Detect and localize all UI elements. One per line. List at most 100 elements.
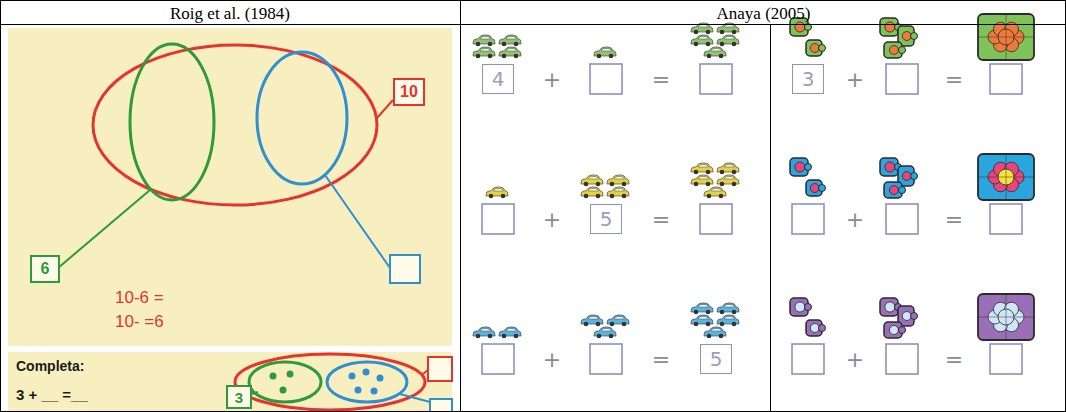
operator-sign: + [543,347,561,372]
answer-box [990,64,1022,94]
equation-text: 10-6 = [115,288,164,308]
box-number: 3 [235,389,243,406]
answer-box [792,204,824,234]
answer-box [590,64,622,94]
toy-car [581,315,603,326]
operator-sign: = [945,207,963,232]
table-rule [460,0,461,412]
toy-car [704,47,726,58]
set-ellipse [93,45,377,205]
toy-car [691,315,713,326]
toy-car [473,35,495,46]
box-number: 10 [400,83,418,101]
puzzle-piece [806,40,826,56]
answer-box: 5 [590,204,622,234]
operator-sign: = [945,347,963,372]
toy-car [499,327,521,338]
answer-box [990,204,1022,234]
finished-puzzle [978,294,1034,340]
leader-line [58,190,150,268]
answer-box [886,64,918,94]
set-ellipse [235,354,425,410]
answer-box [482,344,514,374]
subset-ellipse [327,362,407,402]
toy-car [594,327,616,338]
puzzle-piece [806,180,826,196]
toy-car [691,163,713,174]
operator-sign: = [652,207,670,232]
operator-sign: + [543,207,561,232]
subset-ellipse [249,362,321,402]
toy-car [704,327,726,338]
leader-line [400,394,430,402]
toy-car [607,175,629,186]
box-number: 4 [492,67,505,91]
table-rule [770,24,771,412]
operator-sign: + [846,347,864,372]
box-number: 3 [802,67,815,91]
toy-car [691,303,713,314]
number-box: 10 [393,78,425,106]
operator-sign: = [945,67,963,92]
answer-box [590,344,622,374]
toy-car [704,187,726,198]
answer-box [886,204,918,234]
subset-ellipse [257,52,347,184]
box-number: 5 [710,347,723,371]
answer-box: 5 [700,344,732,374]
toy-car [717,315,739,326]
page-ground [8,28,452,346]
toy-car [717,35,739,46]
subset-ellipse [130,44,214,200]
puzzle-piece [884,42,906,58]
answer-box [430,399,452,412]
answer-box [792,344,824,374]
toy-car [691,35,713,46]
puzzle-piece [806,320,826,336]
operator-sign: + [846,67,864,92]
toy-car [717,303,739,314]
operator-sign: + [543,67,561,92]
puzzle-piece [884,322,906,338]
column-heading: Anaya (2005) [717,4,811,24]
header-cell: Roig et al. (1984) [0,1,460,27]
toy-car [607,187,629,198]
column-heading: Roig et al. (1984) [170,4,290,24]
puzzle-piece [884,182,906,198]
operator-sign: = [652,67,670,92]
toy-car [594,47,616,58]
toy-car [717,163,739,174]
toy-car [486,187,508,198]
puzzle-piece [790,298,812,316]
puzzle-piece [790,158,812,176]
counter-dots [270,371,294,394]
box-number: 5 [600,207,613,231]
finished-puzzle [978,14,1034,60]
toy-car [473,327,495,338]
toy-car [607,315,629,326]
answer-box [886,344,918,374]
leader-line [252,392,258,394]
answer-box [700,204,732,234]
answer-box [990,344,1022,374]
toy-car [473,47,495,58]
toy-car [691,175,713,186]
answer-box [428,357,452,381]
box-number: 6 [41,260,50,278]
number-box: 6 [30,255,60,283]
finished-puzzle [978,154,1034,200]
toy-car [717,175,739,186]
header-cell: Anaya (2005) [461,1,1066,27]
operator-sign: + [846,207,864,232]
toy-car [499,47,521,58]
number-box: 3 [226,385,252,409]
answer-box: 4 [482,64,514,94]
counter-dots [349,369,384,395]
toy-car [499,35,521,46]
toy-car [581,187,603,198]
operator-sign: = [652,347,670,372]
table-rule [0,24,1066,25]
